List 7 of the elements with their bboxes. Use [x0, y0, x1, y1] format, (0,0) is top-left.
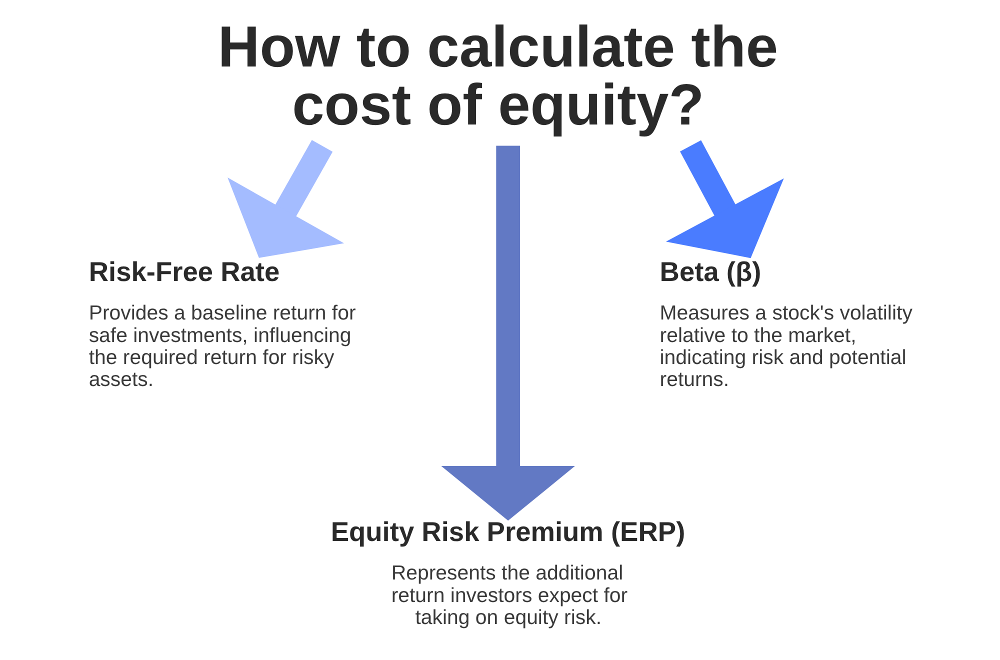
diagram-title: How to calculate the cost of equity?: [218, 15, 778, 138]
node-text: Beta (β) Measures a stock's volatility relative to the market, indicating risk and potential returns.: [660, 256, 912, 392]
node-text: Equity Risk Premium (ERP) Represents the additional return investors expect for taking on equity risk.: [330, 516, 686, 629]
node-text: Risk-Free Rate Provides a baseline return for safe investments, influencing the required return for risky assets.: [88, 256, 356, 392]
arrow: [666, 140, 784, 258]
arrow: [228, 140, 344, 258]
arrow: [441, 146, 575, 521]
